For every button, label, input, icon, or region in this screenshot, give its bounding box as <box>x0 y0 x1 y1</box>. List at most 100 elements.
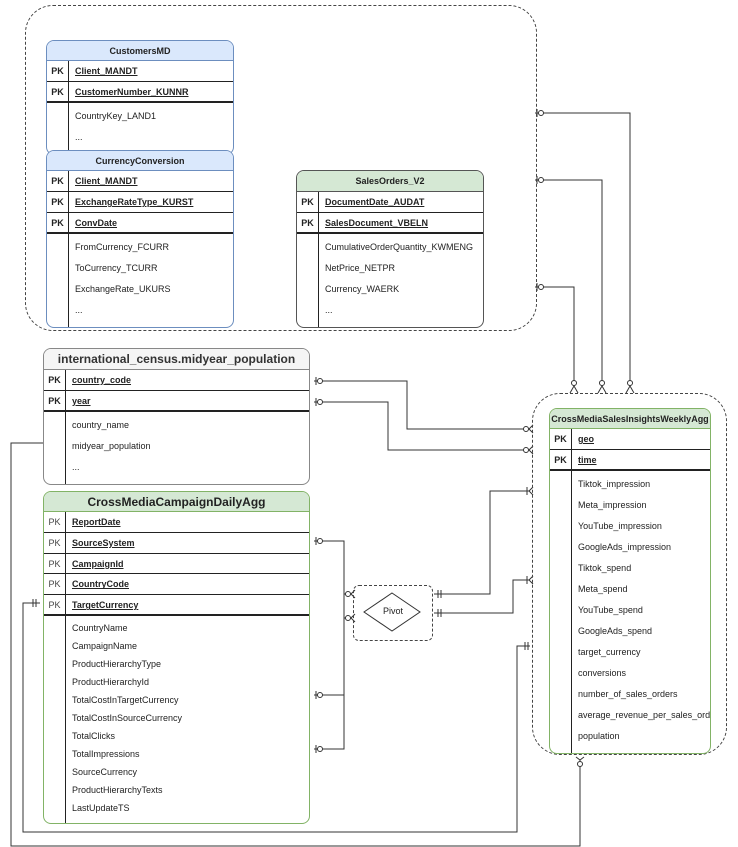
pk-field-name: year <box>72 396 91 406</box>
field-row[interactable]: YouTube_spend <box>550 600 710 621</box>
field-name: CountryKey_LAND1 <box>75 111 157 121</box>
key-cell <box>44 436 66 457</box>
field-row[interactable]: Meta_spend <box>550 579 710 600</box>
field-name: ... <box>75 305 83 315</box>
field-row[interactable]: TotalImpressions <box>44 745 309 763</box>
field-row[interactable]: ProductHierarchyId <box>44 673 309 691</box>
connector-target-currency-to-weekly <box>22 602 530 833</box>
field-row[interactable]: midyear_population <box>44 436 309 457</box>
pk-field-name: CustomerNumber_KUNNR <box>75 87 189 97</box>
key-cell <box>550 684 572 705</box>
pk-label: PK <box>44 532 66 553</box>
field-row[interactable]: conversions <box>550 663 710 684</box>
key-cell <box>44 745 66 763</box>
field-row[interactable]: TotalCostInSourceCurrency <box>44 709 309 727</box>
field-name: GoogleAds_impression <box>578 542 672 552</box>
field-row[interactable]: ProductHierarchyType <box>44 655 309 673</box>
key-cell <box>550 558 572 579</box>
key-cell <box>44 727 66 745</box>
field-row[interactable]: ExchangeRate_UKURS <box>47 279 233 300</box>
field-row[interactable]: Tiktok_impression <box>550 474 710 495</box>
field-name: ProductHierarchyId <box>72 676 150 687</box>
pk-row[interactable]: PK SourceSystem <box>44 532 309 554</box>
field-name: ... <box>75 132 83 142</box>
field-row[interactable]: TotalCostInTargetCurrency <box>44 691 309 709</box>
key-cell <box>550 600 572 621</box>
field-row[interactable]: CountryKey_LAND1 <box>47 106 233 127</box>
field-row[interactable]: Currency_WAERK <box>297 279 483 300</box>
pk-label: PK <box>550 450 572 469</box>
pk-row[interactable]: PK DocumentDate_AUDAT <box>297 192 483 213</box>
key-cell <box>44 691 66 709</box>
field-row[interactable]: Tiktok_spend <box>550 558 710 579</box>
field-row[interactable]: GoogleAds_spend <box>550 621 710 642</box>
table-title: CurrencyConversion <box>47 151 233 171</box>
field-row[interactable]: CampaignName <box>44 637 309 655</box>
field-row[interactable]: population <box>550 726 710 747</box>
field-row[interactable]: SourceCurrency <box>44 763 309 781</box>
field-name: ProductHierarchyTexts <box>72 784 163 795</box>
field-row[interactable]: ... <box>44 457 309 478</box>
field-row[interactable]: ProductHierarchyTexts <box>44 781 309 799</box>
pk-label: PK <box>44 370 66 390</box>
field-row[interactable]: number_of_sales_orders <box>550 684 710 705</box>
field-name: Currency_WAERK <box>325 284 400 294</box>
pk-label: PK <box>297 192 319 212</box>
pk-field-name: DocumentDate_AUDAT <box>325 197 425 207</box>
field-row[interactable]: ... <box>297 300 483 321</box>
field-row[interactable]: NetPrice_NETPR <box>297 258 483 279</box>
field-name: TotalCostInTargetCurrency <box>72 694 179 705</box>
field-row[interactable]: ToCurrency_TCURR <box>47 258 233 279</box>
field-row[interactable]: ... <box>47 300 233 321</box>
pivot-box[interactable] <box>353 585 433 641</box>
field-name: average_revenue_per_sales_order <box>578 710 711 720</box>
field-row[interactable]: LastUpdateTS <box>44 799 309 817</box>
key-cell <box>550 537 572 558</box>
field-row[interactable]: YouTube_impression <box>550 516 710 537</box>
key-cell <box>550 621 572 642</box>
field-row[interactable]: GoogleAds_impression <box>550 537 710 558</box>
field-row[interactable]: TotalClicks <box>44 727 309 745</box>
pk-field-name: SourceSystem <box>72 537 135 548</box>
field-name: TotalCostInSourceCurrency <box>72 712 183 723</box>
key-cell <box>550 495 572 516</box>
key-cell <box>297 258 319 279</box>
field-row[interactable]: CumulativeOrderQuantity_KWMENG <box>297 237 483 258</box>
pk-field-name: geo <box>578 434 595 444</box>
field-row[interactable]: FromCurrency_FCURR <box>47 237 233 258</box>
field-row[interactable]: CountryName <box>44 619 309 637</box>
key-cell <box>550 663 572 684</box>
pk-label: PK <box>47 213 69 232</box>
key-cell <box>47 127 69 148</box>
field-name: TotalImpressions <box>72 748 140 759</box>
field-row[interactable]: ... <box>47 127 233 148</box>
field-row[interactable]: average_revenue_per_sales_order <box>550 705 710 726</box>
key-cell <box>550 516 572 537</box>
field-row[interactable]: Meta_impression <box>550 495 710 516</box>
field-row[interactable]: target_currency <box>550 642 710 663</box>
pk-label: PK <box>47 61 69 81</box>
field-name: Meta_spend <box>578 584 628 594</box>
field-row[interactable]: country_name <box>44 415 309 436</box>
